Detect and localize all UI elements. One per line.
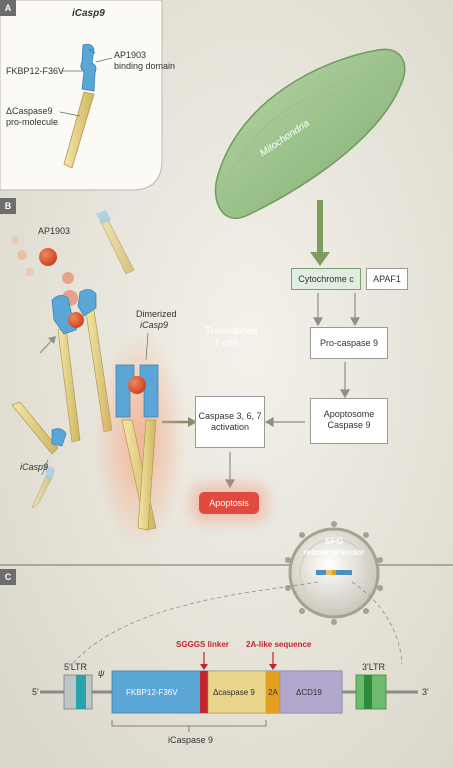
t2a-box xyxy=(266,671,280,713)
t2a-segment-label: 2A xyxy=(268,688,278,697)
apoptosis-box: Apoptosis xyxy=(199,492,259,514)
fkbp-segment-label: FKBP12-F36V xyxy=(126,688,178,697)
linker-arrowhead xyxy=(200,664,208,670)
panel-a-title: iCasp9 xyxy=(72,8,105,19)
mitochondria xyxy=(214,48,406,219)
apoptosome-label-2: Caspase 9 xyxy=(327,420,371,430)
linker-box xyxy=(200,671,208,713)
dimerized-label-2: iCasp9 xyxy=(140,320,169,330)
transduced-label-2: T cell xyxy=(214,338,238,349)
dimerized-icasp9 xyxy=(115,364,159,531)
caspase-label-1: Caspase 3, 6, 7 xyxy=(198,411,262,421)
sfg-vector-graphic xyxy=(285,521,383,625)
ltr5-label: 5'LTR xyxy=(64,662,88,672)
procasp-label-2: pro-molecule xyxy=(6,117,59,127)
cd19-segment-label: ΔCD19 xyxy=(296,688,322,697)
dcasp-box xyxy=(207,670,267,714)
ltr3-element xyxy=(355,674,387,710)
apoptosome-box: Apoptosome Caspase 9 xyxy=(310,398,388,444)
pathway-arrows xyxy=(162,293,361,489)
panel-b-tag: B xyxy=(0,198,16,214)
caspase-label-2: activation xyxy=(210,422,250,432)
free-icasp9-molecules xyxy=(11,210,135,509)
ap-binding-label-1: AP1903 xyxy=(114,50,147,60)
procasp-label-1: ΔCaspase9 xyxy=(6,106,53,116)
linker-label: SGGGS linker xyxy=(176,640,229,649)
procaspase-box: Pro-caspase 9 xyxy=(310,327,388,359)
ltr5-element xyxy=(63,674,93,710)
twoa-arrowhead xyxy=(269,664,277,670)
ap-binding-leader xyxy=(95,57,113,63)
panel-a-tag: A xyxy=(0,0,16,16)
panel-a-frame xyxy=(0,0,163,191)
dimerized-leader xyxy=(145,332,149,361)
sfg-label-2: retroviral vector xyxy=(303,548,365,557)
apaf1-box: APAF1 xyxy=(366,268,408,290)
sfg-label-1: SFG xyxy=(324,536,344,546)
panel-c-tag: C xyxy=(0,569,16,585)
cd19-box xyxy=(279,670,343,714)
icasp9-molecule xyxy=(63,43,97,169)
cytochrome-box: Cytochrome c xyxy=(291,268,361,290)
fkbp-label: FKBP12-F36V xyxy=(6,66,65,76)
mito-arrowhead xyxy=(310,252,330,266)
transduced-label-1: Transduced xyxy=(205,326,258,337)
twoa-label: 2A-like sequence xyxy=(246,640,312,649)
ap1903-molecules xyxy=(11,236,78,306)
icasp9-free-label: iCasp9 xyxy=(20,462,49,472)
apoptosome-label-1: Apoptosome xyxy=(323,409,375,419)
caspase-box: Caspase 3, 6, 7 activation xyxy=(195,396,265,448)
dimerized-label-1: Dimerized xyxy=(136,309,177,319)
procasp-leader xyxy=(59,111,81,117)
ap1903-label: AP1903 xyxy=(38,226,71,236)
icasp9-bracket-label: iCaspase 9 xyxy=(168,735,214,745)
vector-zoom-right xyxy=(351,581,403,665)
ap-binding-label-2: binding domain xyxy=(114,61,176,71)
five-prime-label: 5' xyxy=(32,687,39,697)
ltr3-label: 3'LTR xyxy=(362,662,386,672)
psi-label: ψ xyxy=(98,668,105,678)
icasp9-leader xyxy=(41,459,49,476)
dcasp-segment-label: Δcaspase 9 xyxy=(213,688,255,697)
three-prime-label: 3' xyxy=(422,687,429,697)
